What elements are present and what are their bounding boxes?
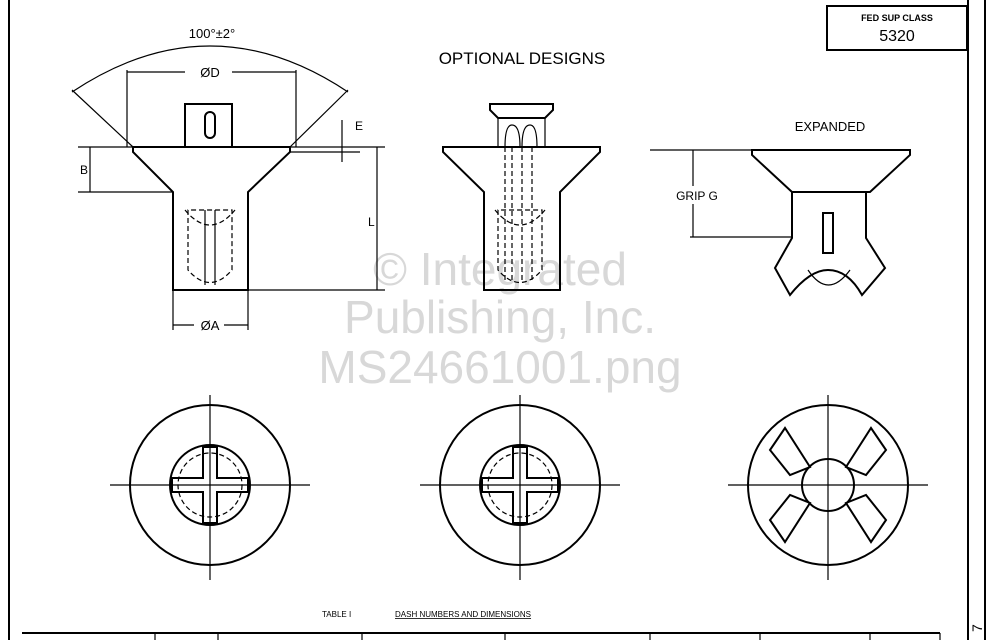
angle-dimension: 100°±2° — [189, 26, 235, 41]
top-view-design-1 — [110, 395, 310, 580]
b-dimension-label: B — [80, 163, 88, 177]
side-view-design-2 — [442, 103, 601, 291]
length-label: L — [368, 215, 375, 229]
sheet-mark: 7 — [969, 624, 985, 632]
class-value: 5320 — [879, 28, 915, 45]
table-caption-text: DASH NUMBERS AND DIMENSIONS — [395, 610, 531, 619]
top-view-expanded — [728, 395, 928, 580]
watermark-line-3: MS24661001.png — [318, 341, 681, 393]
expanded-view: EXPANDED GRIP G — [650, 119, 911, 297]
drawing-title: OPTIONAL DESIGNS — [439, 49, 606, 68]
shank-diameter-label: ØA — [201, 318, 220, 333]
watermark-line-1: © Integrated — [373, 243, 627, 295]
watermark: © Integrated Publishing, Inc. MS24661001… — [318, 243, 681, 393]
fed-sup-class-box: FED SUP CLASS 5320 — [826, 5, 968, 51]
e-dimension-label: E — [355, 119, 363, 133]
head-diameter-label: ØD — [200, 65, 220, 80]
table-caption: TABLE I DASH NUMBERS AND DIMENSIONS — [322, 610, 531, 619]
grip-label: GRIP G — [676, 189, 718, 203]
drawing-frame: 7 — [8, 0, 986, 640]
top-view-design-2 — [420, 395, 620, 580]
side-view-design-1: 100°±2° ØD E B L ØA — [71, 26, 385, 333]
expanded-label: EXPANDED — [795, 119, 866, 134]
table-number: TABLE I — [322, 610, 351, 619]
class-label: FED SUP CLASS — [861, 13, 933, 23]
watermark-line-2: Publishing, Inc. — [344, 291, 656, 343]
